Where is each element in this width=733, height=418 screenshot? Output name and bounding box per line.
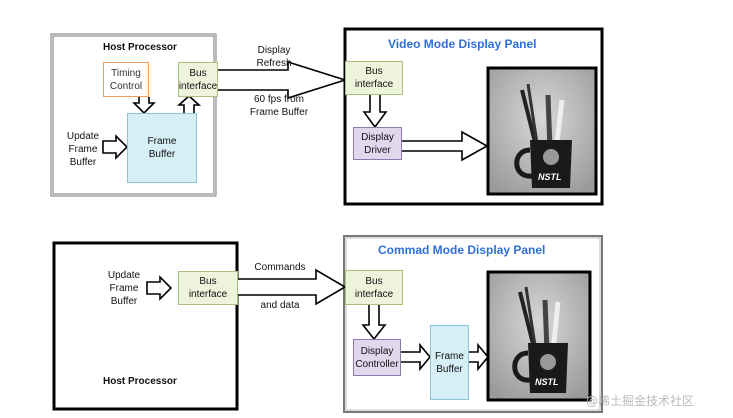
- host-processor-title-video: Host Processor: [103, 42, 177, 53]
- host-processor-title-command: Host Processor: [103, 376, 177, 387]
- display-image-command: [486, 270, 592, 402]
- fps-label: 60 fps from Frame Buffer: [249, 94, 309, 118]
- bus-interface-host-command: Bus interface: [178, 271, 238, 305]
- mug-logo-command: NSTL: [535, 377, 559, 387]
- driver-to-display-arrow: [402, 130, 489, 162]
- update-frame-buffer-label-command: Update Frame Buffer: [107, 270, 141, 307]
- and-data-label: and data: [260, 300, 300, 311]
- mug-logo-video: NSTL: [538, 172, 562, 182]
- display-controller-box: Display Controller: [353, 339, 401, 376]
- frame-buffer-panel: Frame Buffer: [430, 325, 469, 400]
- host-processor-box-command: [52, 241, 239, 411]
- display-image-video: [486, 66, 598, 196]
- command-panel-title: Commad Mode Display Panel: [378, 243, 546, 257]
- display-refresh-label: Display Refresh: [256, 45, 292, 69]
- bus-interface-host-video: Bus interface: [178, 62, 218, 97]
- command-panel-box: [343, 235, 603, 413]
- timing-control-box: Timing Control: [103, 62, 149, 97]
- display-driver-box: Display Driver: [353, 127, 402, 160]
- bus-to-controller-arrow: [361, 305, 387, 341]
- buffer-to-bus-arrow: [176, 94, 202, 113]
- frame-buffer-host: Frame Buffer: [127, 113, 197, 183]
- watermark: @稀土掘金技术社区: [586, 394, 695, 408]
- bus-interface-panel-command: Bus interface: [345, 270, 403, 305]
- buffer-to-display-arrow: [468, 342, 490, 372]
- update-frame-buffer-arrow-command: [146, 275, 173, 301]
- update-frame-buffer-label-video: Update Frame Buffer: [66, 131, 100, 168]
- video-panel-box: [343, 27, 604, 206]
- timing-to-buffer-arrow: [132, 97, 156, 115]
- update-frame-buffer-arrow-video: [102, 134, 129, 160]
- controller-to-buffer-arrow: [400, 342, 432, 372]
- bus-to-driver-arrow: [362, 95, 388, 129]
- bus-interface-panel-video: Bus interface: [345, 61, 403, 95]
- video-panel-title: Video Mode Display Panel: [388, 37, 537, 51]
- commands-label: Commands: [254, 262, 306, 273]
